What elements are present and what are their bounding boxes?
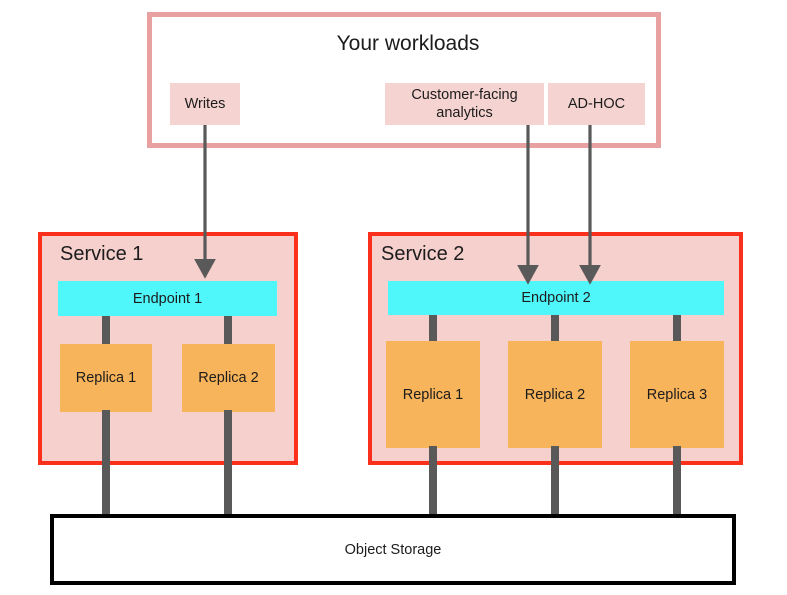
endpoint-1[interactable]: Endpoint 1 [58,281,277,316]
service-1-replica-2[interactable]: Replica 2 [182,344,275,412]
connector-endpoint1-replica1 [102,316,110,346]
service-2-replica-3[interactable]: Replica 3 [630,341,724,448]
connector-s1-replica1-storage [102,410,110,516]
connector-endpoint2-replica1 [429,315,437,343]
workloads-panel-title: Your workloads [336,32,480,55]
connector-s2-replica2-storage [551,446,559,516]
object-storage-box[interactable]: Object Storage [50,514,736,585]
connector-endpoint2-replica3 [673,315,681,343]
service-1-replica-1[interactable]: Replica 1 [60,344,152,412]
connector-s2-replica1-storage [429,446,437,516]
service-1-title: Service 1 [60,243,144,265]
connector-s1-replica2-storage [224,410,232,516]
workloads-panel [147,12,661,148]
service-2-title: Service 2 [381,243,465,265]
connector-endpoint2-replica2 [551,315,559,343]
service-2-replica-2[interactable]: Replica 2 [508,341,602,448]
workload-chip-customer-facing-analytics[interactable]: Customer-facing analytics [385,83,544,125]
service-2-replica-1[interactable]: Replica 1 [386,341,480,448]
endpoint-2[interactable]: Endpoint 2 [388,281,724,315]
connector-endpoint1-replica2 [224,316,232,346]
workload-chip-writes[interactable]: Writes [170,83,240,125]
workload-chip-ad-hoc[interactable]: AD-HOC [548,83,645,125]
connector-s2-replica3-storage [673,446,681,516]
